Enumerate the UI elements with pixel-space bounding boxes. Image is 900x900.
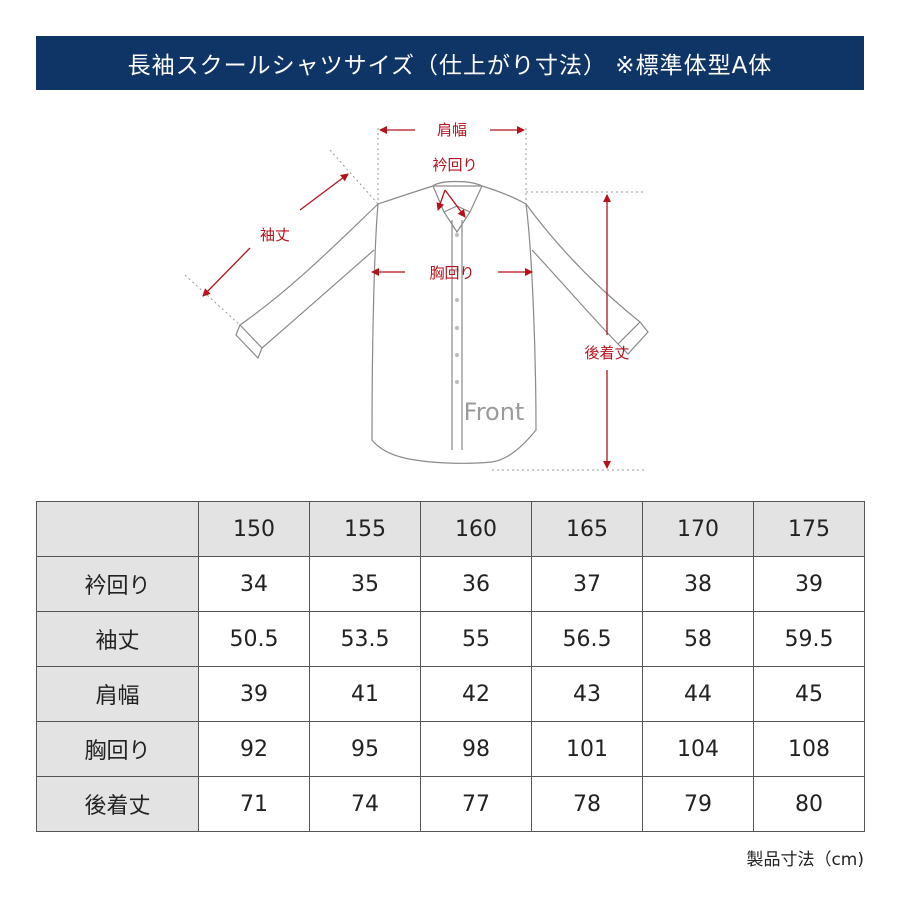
label-sleeve: 袖丈 <box>260 226 290 244</box>
table-header-row: 150 155 160 165 170 175 <box>36 501 865 557</box>
table-cell: 42 <box>420 666 532 722</box>
table-cell: 38 <box>642 556 754 612</box>
table-cell: 43 <box>531 666 643 722</box>
table-cell: 80 <box>753 776 865 832</box>
column-header: 155 <box>309 501 421 557</box>
column-header: 170 <box>642 501 754 557</box>
label-front: Front <box>464 398 525 426</box>
row-header: 袖丈 <box>36 611 199 667</box>
table-cell: 39 <box>753 556 865 612</box>
table-cell: 35 <box>309 556 421 612</box>
shirt-buttons <box>455 233 459 384</box>
table-row: 胸回り 92 95 98 101 104 108 <box>36 721 865 777</box>
table-cell: 74 <box>309 776 421 832</box>
table-row: 袖丈 50.5 53.5 55 56.5 58 59.5 <box>36 611 865 667</box>
label-shoulder: 肩幅 <box>437 121 467 139</box>
row-header: 衿回り <box>36 556 199 612</box>
label-collar: 衿回り <box>432 156 477 174</box>
table-row: 後着丈 71 74 77 78 79 80 <box>36 776 865 832</box>
table-cell: 104 <box>642 721 754 777</box>
table-cell: 53.5 <box>309 611 421 667</box>
table-cell: 71 <box>198 776 310 832</box>
table-cell: 79 <box>642 776 754 832</box>
table-cell: 39 <box>198 666 310 722</box>
size-table: 150 155 160 165 170 175 衿回り 34 35 36 37 … <box>36 501 865 832</box>
unit-note: 製品寸法（cm) <box>746 850 864 870</box>
column-header: 165 <box>531 501 643 557</box>
table-cell: 77 <box>420 776 532 832</box>
label-chest: 胸回り <box>429 264 474 282</box>
label-back-length: 後着丈 <box>584 344 629 362</box>
column-header: 150 <box>198 501 310 557</box>
table-cell: 58 <box>642 611 754 667</box>
table-cell: 45 <box>753 666 865 722</box>
table-corner-cell <box>36 501 199 557</box>
table-cell: 37 <box>531 556 643 612</box>
table-cell: 56.5 <box>531 611 643 667</box>
shirt-diagram: 肩幅 衿回り 袖丈 胸回り 後着丈 Front <box>0 100 900 490</box>
shirt-outline <box>235 180 649 464</box>
page-title: 長袖スクールシャツサイズ（仕上がり寸法） ※標準体型A体 <box>36 36 864 90</box>
measure-arrows <box>202 126 611 469</box>
row-header: 胸回り <box>36 721 199 777</box>
table-cell: 101 <box>531 721 643 777</box>
table-cell: 55 <box>420 611 532 667</box>
table-cell: 41 <box>309 666 421 722</box>
table-cell: 78 <box>531 776 643 832</box>
row-header: 肩幅 <box>36 666 199 722</box>
table-cell: 92 <box>198 721 310 777</box>
table-cell: 36 <box>420 556 532 612</box>
table-row: 衿回り 34 35 36 37 38 39 <box>36 556 865 612</box>
table-cell: 108 <box>753 721 865 777</box>
table-cell: 44 <box>642 666 754 722</box>
column-header: 160 <box>420 501 532 557</box>
shirt-illustration: 肩幅 衿回り 袖丈 胸回り 後着丈 Front <box>184 121 649 471</box>
table-cell: 59.5 <box>753 611 865 667</box>
table-cell: 98 <box>420 721 532 777</box>
guide-lines <box>184 128 645 471</box>
table-cell: 95 <box>309 721 421 777</box>
row-header: 後着丈 <box>36 776 199 832</box>
column-header: 175 <box>753 501 865 557</box>
table-cell: 50.5 <box>198 611 310 667</box>
table-row: 肩幅 39 41 42 43 44 45 <box>36 666 865 722</box>
table-cell: 34 <box>198 556 310 612</box>
